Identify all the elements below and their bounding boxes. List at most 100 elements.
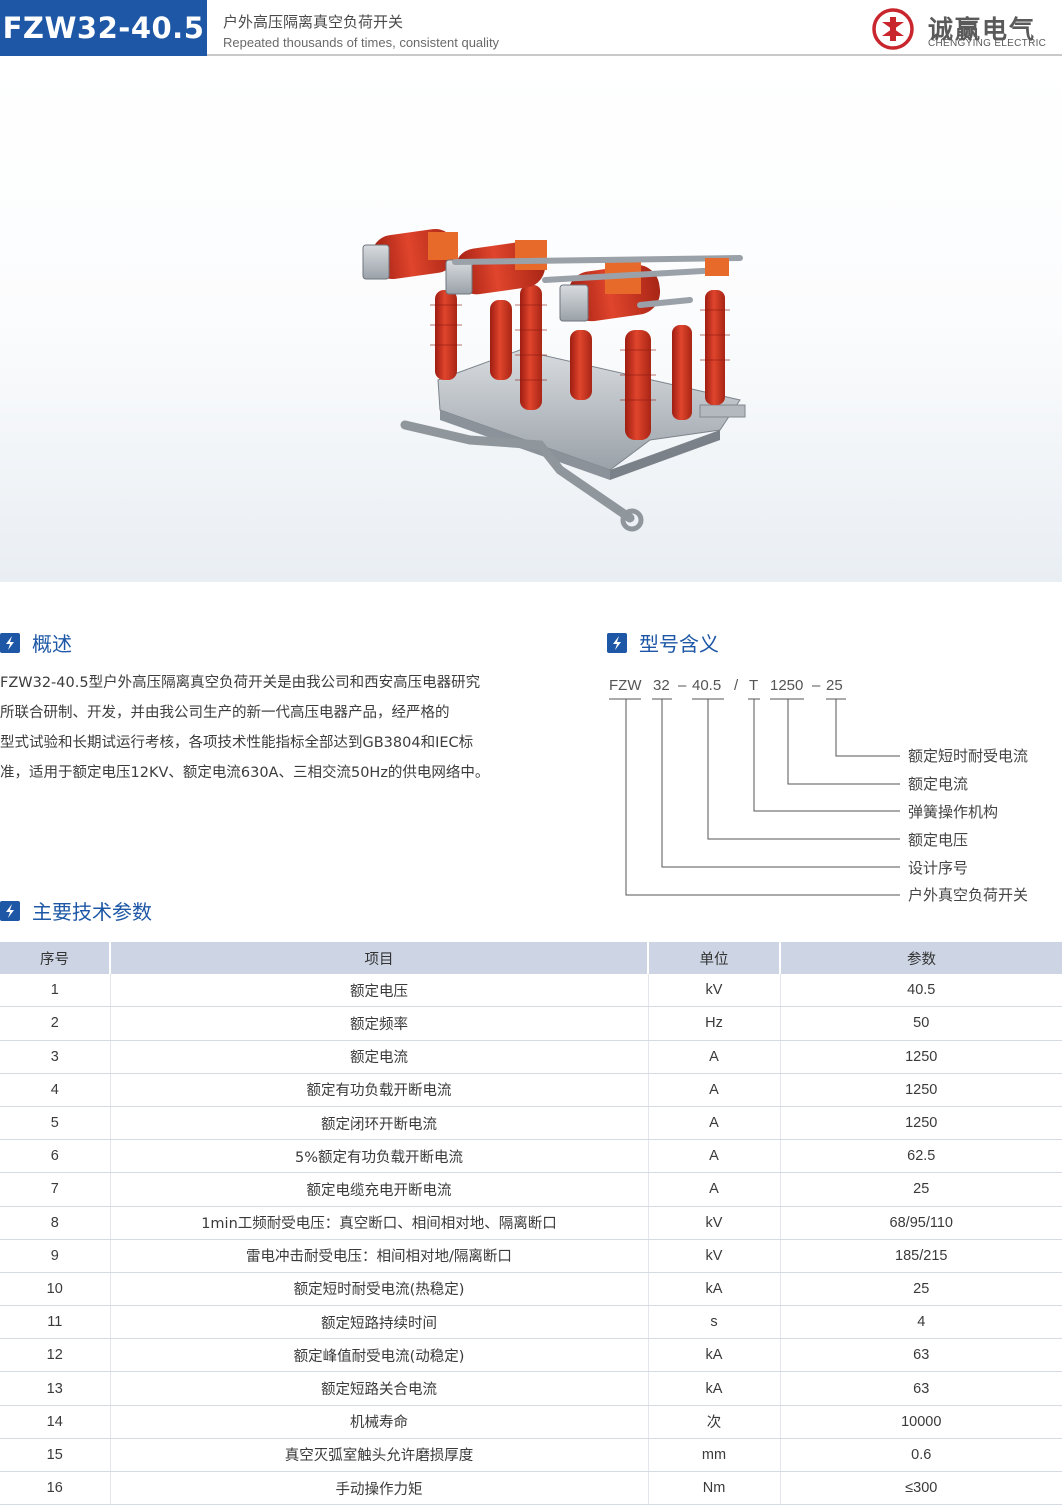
- brand-name-cn: 诚赢电气: [928, 15, 1037, 44]
- row-value: 4: [780, 1305, 1062, 1340]
- row-index: 9: [0, 1239, 111, 1273]
- code-label: 额定电流: [908, 775, 969, 793]
- row-index: 13: [0, 1371, 111, 1406]
- overview-line: 准，适用于额定电压12KV、额定电流630A、三相交流50Hz的供电网络中。: [0, 765, 490, 781]
- row-item: 额定电流: [110, 1040, 649, 1074]
- code-segment: 32: [653, 677, 670, 694]
- row-index: 3: [0, 1040, 111, 1074]
- row-unit: kA: [648, 1338, 781, 1373]
- row-value: 0.6: [780, 1438, 1062, 1473]
- row-unit: s: [648, 1305, 781, 1340]
- row-value: 25: [780, 1172, 1062, 1207]
- row-value: ≤300: [780, 1471, 1062, 1505]
- model-banner: FZW32-40.5: [0, 0, 207, 56]
- row-index: 4: [0, 1073, 111, 1107]
- row-unit: Hz: [648, 1006, 781, 1041]
- row-index: 11: [0, 1305, 111, 1340]
- row-value: 50: [780, 1006, 1062, 1041]
- brand-logo-icon: [872, 8, 914, 50]
- row-value: 62.5: [780, 1139, 1062, 1174]
- product-photo: [0, 58, 1062, 582]
- row-index: 5: [0, 1106, 111, 1141]
- row-unit: mm: [648, 1438, 781, 1473]
- table-header-row: 序号 项目 单位 参数: [0, 942, 1062, 975]
- column-header: 项目: [110, 942, 649, 975]
- row-unit: kA: [648, 1371, 781, 1406]
- code-label: 设计序号: [908, 859, 969, 877]
- model-meaning-title: 型号含义: [639, 632, 719, 656]
- row-unit: kV: [648, 1239, 781, 1273]
- code-label: 额定短时耐受电流: [908, 747, 1029, 765]
- code-segment: FZW: [609, 677, 642, 694]
- row-value: 1250: [780, 1073, 1062, 1107]
- row-unit: A: [648, 1073, 781, 1107]
- row-unit: Nm: [648, 1471, 781, 1505]
- code-segment: 25: [826, 677, 843, 694]
- model-meaning-heading: 型号含义: [607, 628, 719, 657]
- row-value: 1250: [780, 1106, 1062, 1141]
- lightning-icon: [0, 632, 20, 653]
- code-label: 额定电压: [908, 831, 969, 849]
- row-value: 63: [780, 1371, 1062, 1406]
- row-item: 机械寿命: [110, 1405, 649, 1439]
- row-index: 14: [0, 1405, 111, 1439]
- overview-title: 概述: [32, 632, 72, 656]
- row-item: 额定电压: [110, 974, 649, 1008]
- lightning-icon: [607, 632, 627, 653]
- row-item: 1min工频耐受电压：真空断口、相间相对地、隔离断口: [110, 1206, 649, 1240]
- overview-heading: 概述: [0, 628, 72, 657]
- lightning-icon: [0, 900, 20, 921]
- specs-title: 主要技术参数: [32, 900, 152, 924]
- code-label: 弹簧操作机构: [908, 803, 999, 821]
- row-unit: kA: [648, 1272, 781, 1307]
- header-divider: [207, 54, 1062, 56]
- row-index: 2: [0, 1006, 111, 1041]
- row-value: 185/215: [780, 1239, 1062, 1273]
- row-item: 额定峰值耐受电流(动稳定): [110, 1338, 649, 1373]
- row-index: 15: [0, 1438, 111, 1473]
- row-index: 1: [0, 974, 111, 1008]
- load-switch-illustration: [362, 228, 746, 532]
- code-separator: –: [678, 677, 687, 694]
- row-index: 8: [0, 1206, 111, 1240]
- overview-line: 所联合研制、开发，并由我公司生产的新一代高压电器产品，经严格的: [0, 705, 450, 721]
- brand: 诚赢电气 CHENGYING ELECTRIC: [872, 6, 1062, 52]
- row-value: 63: [780, 1338, 1062, 1373]
- row-index: 7: [0, 1172, 111, 1207]
- page-header: FZW32-40.5 户外高压隔离真空负荷开关 Repeated thousan…: [0, 0, 1062, 56]
- row-unit: kV: [648, 1206, 781, 1240]
- code-label: 户外真空负荷开关: [908, 886, 1029, 904]
- row-item: 手动操作力矩: [110, 1471, 649, 1505]
- row-unit: A: [648, 1040, 781, 1074]
- row-unit: A: [648, 1172, 781, 1207]
- row-value: 25: [780, 1272, 1062, 1307]
- row-unit: kV: [648, 974, 781, 1008]
- code-segment: 40.5: [692, 677, 722, 694]
- row-unit: A: [648, 1139, 781, 1174]
- row-item: 额定短路持续时间: [110, 1305, 649, 1340]
- code-segment: T: [749, 677, 759, 694]
- specs-heading: 主要技术参数: [0, 896, 152, 925]
- overview-line: 型式试验和长期试运行考核，各项技术性能指标全部达到GB3804和IEC标: [0, 735, 474, 751]
- row-item: 雷电冲击耐受电压：相间相对地/隔离断口: [110, 1239, 649, 1273]
- brand-name-en: CHENGYING ELECTRIC: [928, 38, 1047, 49]
- model-number: FZW32-40.5: [2, 11, 205, 45]
- row-item: 额定有功负载开断电流: [110, 1073, 649, 1107]
- product-slogan: Repeated thousands of times, consistent …: [223, 35, 500, 50]
- row-index: 12: [0, 1338, 111, 1373]
- row-index: 10: [0, 1272, 111, 1307]
- row-item: 额定频率: [110, 1006, 649, 1041]
